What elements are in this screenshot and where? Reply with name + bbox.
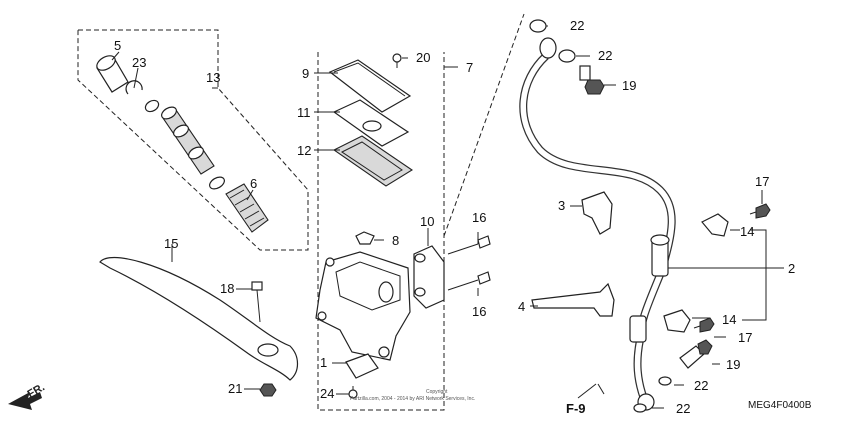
clip-bolt-upper-part [749,203,771,219]
brake-switch-part [345,353,379,379]
callout-24: 24 [320,386,334,401]
piston-kit-outline [77,29,309,251]
callout-17-upper: 17 [755,174,769,189]
hose-bracket-part [531,282,615,317]
oil-bolt-upper-part [579,65,605,95]
hose-separator-line [443,13,525,237]
master-cylinder-body-part [315,251,411,361]
copyright-line-1: Copyright [426,389,448,395]
spring-part [225,183,269,233]
copyright-line-2: Partzilla.com, 2004 - 2014 by ARI Networ… [350,396,475,402]
hose-clamp-part [581,191,613,235]
holder-bolt-upper-part [447,235,491,255]
callout-17-lower: 17 [738,330,752,345]
sealing-washer-1-part [529,19,547,33]
callout-20: 20 [416,50,430,65]
clip-bolt-lower-part [693,317,715,333]
callout-14-lower: 14 [722,312,736,327]
diagram-code: MEG4F0400B [748,400,812,411]
cap-screw-part [392,53,402,68]
callout-22-bottom: 22 [676,401,690,416]
diaphragm-plate-part [332,99,410,147]
callout-16-upper: 16 [472,210,486,225]
brake-lever-part [99,256,299,381]
callout-9: 9 [302,66,309,81]
callout-3: 3 [558,198,565,213]
sealing-washer-4-part [633,403,647,413]
pivot-bolt-part [251,281,263,323]
master-cylinder-outline [317,52,445,411]
callout-4: 4 [518,299,525,314]
piston-part [161,106,225,190]
sealing-washer-3-part [658,376,672,386]
callout-22-second: 22 [598,48,612,63]
callout-21: 21 [228,381,242,396]
callout-11: 11 [297,105,311,120]
callout-6: 6 [250,176,257,191]
callout-18: 18 [220,281,234,296]
callout-12: 12 [297,143,311,158]
callout-22-top: 22 [570,18,584,33]
callout-13: 13 [206,70,220,85]
callout-15: 15 [164,236,178,251]
hose-clip-lower-part [663,309,691,333]
callout-7: 7 [466,60,473,75]
pivot-nut-part [259,383,277,397]
leader-lines [111,25,784,409]
callout-10: 10 [420,214,434,229]
holder-part [413,245,445,309]
front-direction-label: FR. [26,381,47,400]
reference-f9-label: F-9 [566,401,586,416]
callout-22-third: 22 [694,378,708,393]
switch-screw-part [348,386,358,399]
diaphragm-part [332,135,414,187]
callout-23: 23 [132,55,146,70]
reservoir-cap-part [328,59,412,113]
callout-16-lower: 16 [472,304,486,319]
callout-19-upper: 19 [622,78,636,93]
washer-part [144,99,160,113]
callout-1: 1 [320,355,327,370]
front-direction-arrow: FR. [8,381,47,410]
callout-14-upper: 14 [740,224,754,239]
oil-bolt-lower-part [679,339,713,369]
holder-bolt-lower-part [447,271,491,291]
hose-clip-upper-part [701,213,729,237]
clip-part [355,231,375,245]
boot-part [96,55,129,93]
brake-hose-part [519,37,676,411]
piston-kit-group [77,29,309,251]
callout-5: 5 [114,38,121,53]
sealing-washer-2-part [558,49,576,63]
callout-8: 8 [392,233,399,248]
callout-2: 2 [788,261,795,276]
callout-19-lower: 19 [726,357,740,372]
